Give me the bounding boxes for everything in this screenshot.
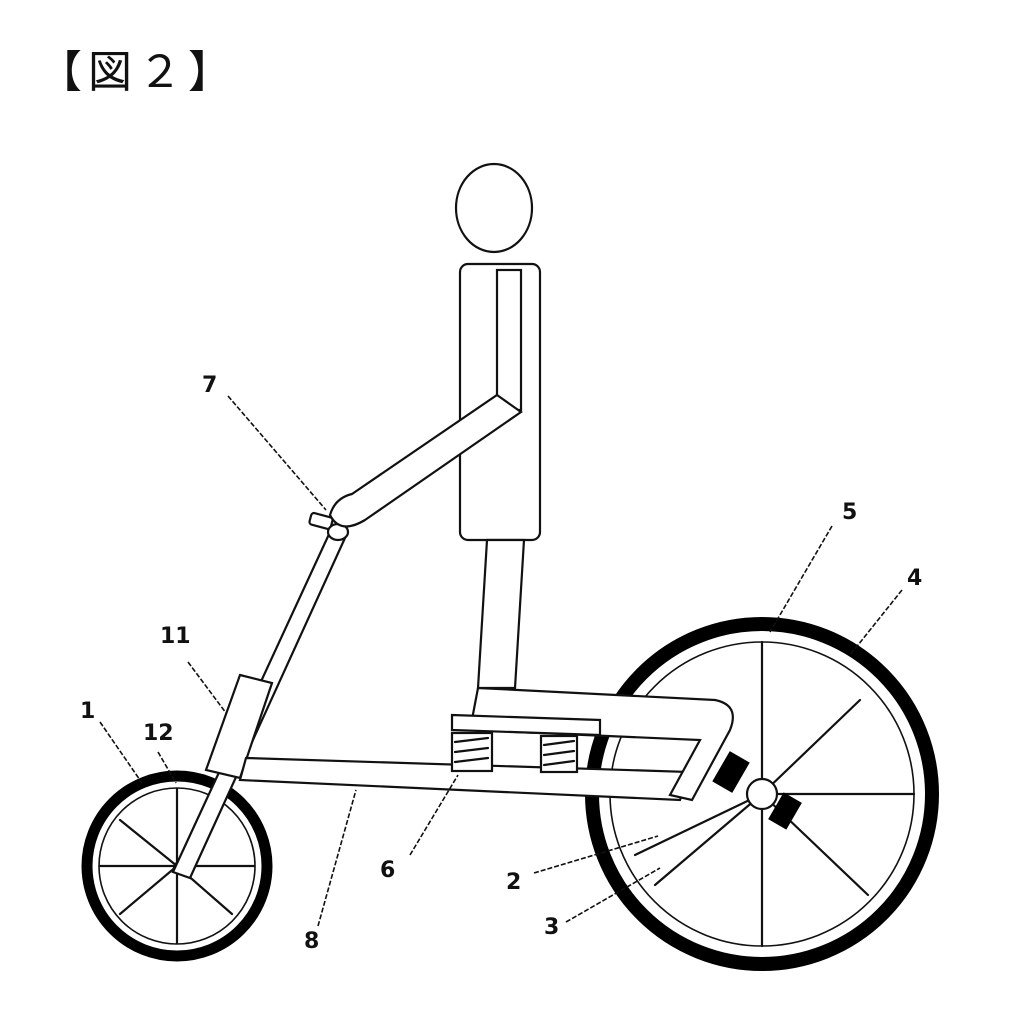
leader-1: [99, 721, 143, 784]
leader-8: [317, 789, 357, 927]
leader-7: [227, 395, 327, 511]
label-2: 2: [506, 870, 521, 895]
leader-lines: [99, 395, 903, 927]
rider-thigh: [476, 538, 526, 690]
leader-6: [409, 774, 459, 856]
leader-5: [769, 525, 833, 633]
leader-3: [565, 867, 661, 923]
label-1: 1: [80, 699, 95, 724]
handle-grip: [308, 511, 334, 531]
label-12: 12: [143, 721, 174, 746]
leader-4: [849, 589, 903, 656]
leader-2: [533, 835, 659, 874]
front-tire: [81, 770, 273, 962]
label-6: 6: [380, 858, 395, 883]
pedal-rear: [768, 792, 802, 830]
figure-title: 【図２】: [38, 47, 238, 98]
springs: [450, 731, 579, 774]
rider-forearm: [328, 393, 523, 528]
label-3: 3: [544, 915, 559, 940]
label-7: 7: [202, 373, 217, 398]
rider-upper-arm: [495, 268, 523, 412]
reference-labels: 1 12 11 7 5 4 6 2 3 8: [80, 373, 922, 954]
spring-rear: [539, 734, 579, 774]
label-5: 5: [842, 500, 857, 525]
label-8: 8: [304, 929, 319, 954]
rear-hub: [745, 777, 779, 811]
pedal-front: [712, 751, 750, 793]
foot-platform: [450, 713, 602, 737]
steering-column: [171, 511, 350, 880]
label-4: 4: [907, 566, 922, 591]
label-11: 11: [160, 624, 191, 649]
leader-11: [187, 661, 227, 714]
spring-front: [450, 731, 494, 773]
leader-12: [157, 751, 177, 784]
rider-figure: [328, 162, 734, 802]
rider-head: [454, 162, 534, 254]
rider-lower-leg: [468, 686, 734, 802]
